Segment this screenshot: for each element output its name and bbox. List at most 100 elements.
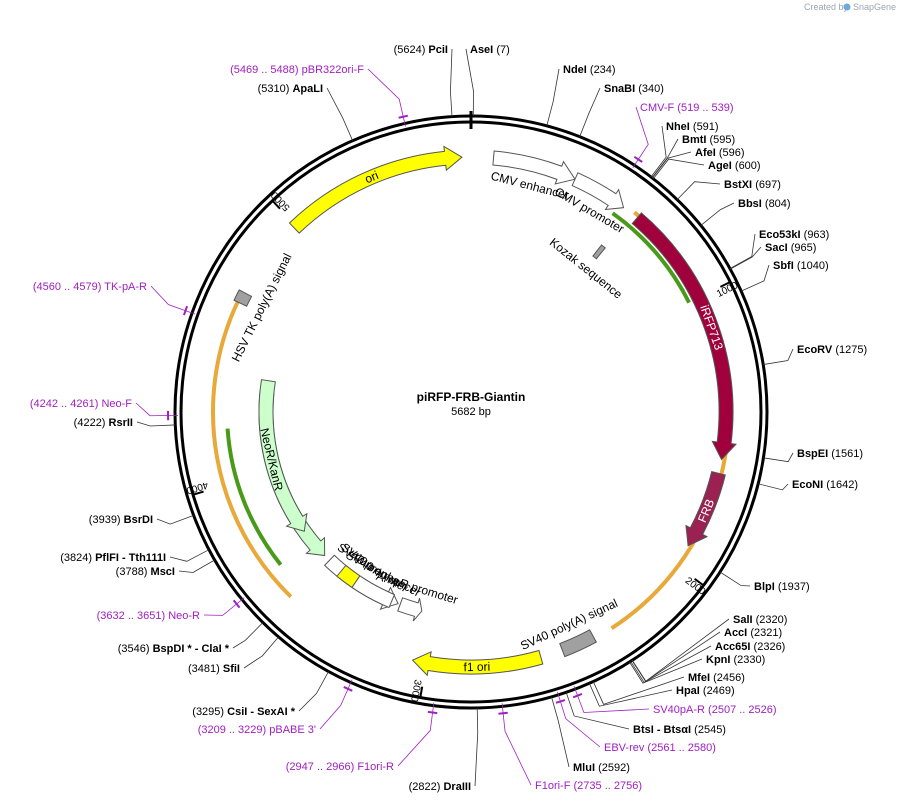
feature-hsv-tk-polya[interactable]: HSV TK poly(A) signal bbox=[229, 251, 295, 364]
feature-cmv-enhancer-arrow[interactable] bbox=[492, 150, 576, 185]
enzyme-blpi-label[interactable]: BlpI (1937) bbox=[754, 581, 810, 593]
enzyme-agei-label[interactable]: AgeI (600) bbox=[708, 160, 761, 172]
site-name: Neo-R bbox=[168, 610, 200, 622]
feature-cmv-promoter-arrow[interactable] bbox=[571, 172, 625, 211]
primer-pbabe-3-label[interactable]: (3209 .. 3229) pBABE 3' bbox=[198, 724, 316, 736]
primer-neo-r-label[interactable]: (3632 .. 3651) Neo-R bbox=[97, 610, 200, 622]
feature-f1-ori[interactable]: f1 ori bbox=[411, 649, 544, 677]
primer-neo-r-mark bbox=[232, 599, 241, 609]
feature-ori[interactable]: ori bbox=[288, 145, 463, 234]
tick-mark-2000 bbox=[694, 577, 705, 587]
site-name: EcoRV bbox=[797, 344, 833, 356]
feature-sv40-ori-arrow[interactable] bbox=[336, 564, 361, 589]
primer-pbabe-3-mark bbox=[343, 686, 353, 692]
enzyme-pflfi-tth111i-label[interactable]: (3824) PflFI - Tth111I bbox=[60, 552, 166, 564]
site-position: (595) bbox=[710, 134, 736, 146]
tick-mark-4000 bbox=[192, 490, 204, 496]
enzyme-pcii-label[interactable]: (5624) PciI bbox=[394, 44, 448, 56]
enzyme-mfei-label[interactable]: MfeI (2456) bbox=[688, 672, 745, 684]
site-position: (3295) bbox=[192, 706, 224, 718]
site-position: (2545) bbox=[694, 724, 726, 736]
primer-f1ori-r-label[interactable]: (2947 .. 2966) F1ori-R bbox=[286, 761, 394, 773]
site-position: (2947 .. 2966) bbox=[286, 761, 355, 773]
feature-frb-arrow[interactable] bbox=[685, 471, 726, 547]
enzyme-bspei-label[interactable]: BspEI (1561) bbox=[797, 448, 863, 460]
site-position: (4560 .. 4579) bbox=[33, 281, 102, 293]
primer-neo-f-label[interactable]: (4242 .. 4261) Neo-F bbox=[30, 398, 132, 410]
enzyme-sali-label[interactable]: SalI (2320) bbox=[733, 614, 787, 626]
site-name: MfeI bbox=[688, 672, 710, 684]
site-name: CsiI - SexAI * bbox=[227, 706, 296, 718]
feature-ampr-promoter-arrow[interactable] bbox=[397, 597, 423, 622]
site-position: (340) bbox=[638, 83, 664, 95]
enzyme-ecorv-label[interactable]: EcoRV (1275) bbox=[797, 344, 867, 356]
primer-cmv-f-label[interactable]: CMV-F (519 .. 539) bbox=[640, 102, 734, 114]
enzyme-csii-sexai-label[interactable]: (3295) CsiI - SexAI * bbox=[192, 706, 295, 718]
primer-sv40pa-r-label[interactable]: SV40pA-R (2507 .. 2526) bbox=[653, 704, 777, 716]
enzyme-snabi-label[interactable]: SnaBI (340) bbox=[604, 83, 664, 95]
site-name: SalI bbox=[733, 614, 753, 626]
feature-hsv-tk-polya-arrow[interactable] bbox=[233, 289, 253, 307]
tick-label-3000: 3000 bbox=[408, 679, 423, 703]
enzyme-eco53ki-label[interactable]: Eco53kI (963) bbox=[759, 229, 829, 241]
primer-ebv-rev-label[interactable]: EBV-rev (2561 .. 2580) bbox=[604, 742, 716, 754]
enzyme-asei-label[interactable]: AseI (7) bbox=[470, 44, 510, 56]
enzyme-bstxi-label[interactable]: BstXI (697) bbox=[724, 179, 781, 191]
feature-kozak-arrow[interactable] bbox=[592, 244, 606, 260]
enzyme-msci-label[interactable]: (3788) MscI bbox=[116, 566, 175, 578]
site-name: TK-pA-R bbox=[104, 281, 147, 293]
feature-irfp713-arrow[interactable] bbox=[631, 212, 737, 461]
enzyme-econi-label[interactable]: EcoNI (1642) bbox=[792, 479, 858, 491]
site-name: pBABE 3' bbox=[269, 724, 316, 736]
primer-sv40pa-r-leader bbox=[573, 686, 650, 713]
feature-frb[interactable]: FRB bbox=[685, 471, 726, 547]
site-position: (2321) bbox=[750, 627, 782, 639]
enzyme-sfii-label[interactable]: (3481) SfiI bbox=[188, 663, 240, 675]
feature-sv40-polya[interactable]: SV40 poly(A) signal bbox=[518, 596, 620, 658]
site-name: AgeI bbox=[708, 160, 732, 172]
enzyme-acc65i-label[interactable]: Acc65I (2326) bbox=[715, 641, 785, 653]
orf-band-left bbox=[211, 301, 293, 599]
feature-f1-ori-arrow[interactable] bbox=[411, 649, 544, 677]
site-name: Neo-F bbox=[101, 398, 132, 410]
primer-tk-pa-r-label[interactable]: (4560 .. 4579) TK-pA-R bbox=[33, 281, 147, 293]
snapgene-logo-icon bbox=[843, 3, 851, 11]
enzyme-rsrii-label[interactable]: (4222) RsrII bbox=[74, 417, 133, 429]
enzyme-afei-label[interactable]: AfeI (596) bbox=[695, 147, 745, 159]
enzyme-kpni-label[interactable]: KpnI (2330) bbox=[706, 654, 765, 666]
enzyme-mlui-label[interactable]: MluI (2592) bbox=[573, 762, 630, 774]
enzyme-bspdi-clai-label[interactable]: (3546) BspDI * - ClaI * bbox=[118, 643, 230, 655]
site-position: (3939) bbox=[89, 514, 121, 526]
enzyme-hpai-label[interactable]: HpaI (2469) bbox=[676, 685, 735, 697]
enzyme-bmti-label[interactable]: BmtI (595) bbox=[682, 134, 735, 146]
enzyme-nhei-label[interactable]: NheI (591) bbox=[666, 121, 719, 133]
enzyme-bsrdi-label[interactable]: (3939) BsrDI bbox=[89, 514, 153, 526]
enzyme-apali-label[interactable]: (5310) ApaLI bbox=[258, 83, 323, 95]
primer-f1ori-f-label[interactable]: F1ori-F (2735 .. 2756) bbox=[535, 780, 642, 792]
site-position: (3481) bbox=[188, 663, 220, 675]
enzyme-btsi-bts-i-label[interactable]: BtsI - BtsαI (2545) bbox=[633, 724, 726, 736]
enzyme-saci-label[interactable]: SacI (965) bbox=[765, 242, 816, 254]
primer-pbr322ori-f-label[interactable]: (5469 .. 5488) pBR322ori-F bbox=[230, 64, 364, 76]
feature-neor-inner-arrow[interactable] bbox=[258, 379, 308, 532]
feature-sv40-enhancer-arrow[interactable] bbox=[351, 575, 396, 609]
enzyme-ndei-label[interactable]: NdeI (234) bbox=[563, 64, 616, 76]
site-name: NheI bbox=[666, 121, 690, 133]
site-position: (3209 .. 3229) bbox=[198, 724, 267, 736]
site-name: HpaI bbox=[676, 685, 700, 697]
site-position: (2326) bbox=[754, 641, 786, 653]
site-name: KpnI bbox=[706, 654, 730, 666]
enzyme-eco53ki-leader bbox=[729, 233, 756, 269]
enzyme-snabi-leader bbox=[579, 87, 601, 137]
enzyme-bbsi-label[interactable]: BbsI (804) bbox=[738, 198, 791, 210]
enzyme-sbfi-label[interactable]: SbfI (1040) bbox=[773, 260, 829, 272]
credit-brand: SnapGene bbox=[853, 2, 896, 12]
enzyme-acci-label[interactable]: AccI (2321) bbox=[724, 627, 782, 639]
feature-kozak[interactable]: Kozak sequence bbox=[547, 235, 625, 302]
enzyme-draiii-label[interactable]: (2822) DraIII bbox=[409, 781, 471, 793]
feature-sv40-polya-arrow[interactable] bbox=[559, 629, 597, 658]
feature-ori-arrow[interactable] bbox=[288, 145, 463, 234]
enzyme-bspdi-clai-leader bbox=[232, 622, 264, 649]
feature-neor-inner[interactable]: NeoR/KanR bbox=[257, 379, 308, 532]
feature-kozak-label: Kozak sequence bbox=[547, 235, 625, 302]
